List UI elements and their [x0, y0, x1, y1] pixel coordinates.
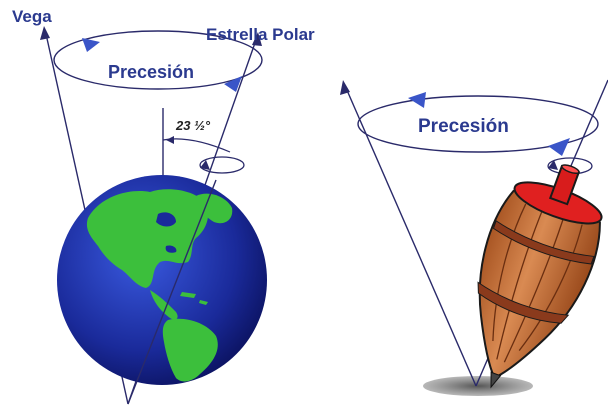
precession-label-right: Precesión	[418, 116, 509, 137]
top-cone-left-arrowhead	[340, 80, 350, 95]
precession-arrow-icon	[82, 38, 242, 92]
south-america-land	[162, 318, 218, 382]
angle-label: 23 ½°	[175, 118, 211, 133]
precession-arrow-icon	[408, 92, 570, 156]
vega-label: Vega	[12, 7, 52, 26]
caribbean-islands	[180, 292, 208, 305]
rotation-arrow-icon	[199, 156, 245, 174]
greenland-land	[196, 193, 233, 224]
hudson-bay	[156, 212, 176, 227]
central-america-land	[150, 290, 178, 320]
precession-ellipse	[53, 30, 263, 90]
vega-arrowhead	[40, 26, 50, 40]
top-precession-ellipse	[357, 95, 599, 153]
spinning-top-diagram: Precesión	[340, 79, 608, 396]
top-band-upper	[492, 220, 595, 265]
precession-label-left: Precesión	[108, 62, 194, 82]
angle-arc-arrowhead	[166, 136, 174, 144]
top-band-lower	[477, 281, 570, 324]
great-lakes	[165, 245, 177, 253]
earth-axis-line	[127, 179, 217, 405]
polaris-label: Estrella Polar	[206, 25, 315, 44]
earth-globe	[57, 175, 267, 385]
spinning-top	[477, 164, 603, 389]
top-tip	[490, 371, 502, 389]
top-shadow	[423, 376, 533, 396]
polaris-arrowhead	[252, 32, 262, 46]
top-cone-left-line	[345, 87, 477, 387]
earth-precession-diagram: Vega Estrella Polar Precesión 23 ½°	[12, 7, 315, 405]
north-america-land	[86, 189, 209, 288]
